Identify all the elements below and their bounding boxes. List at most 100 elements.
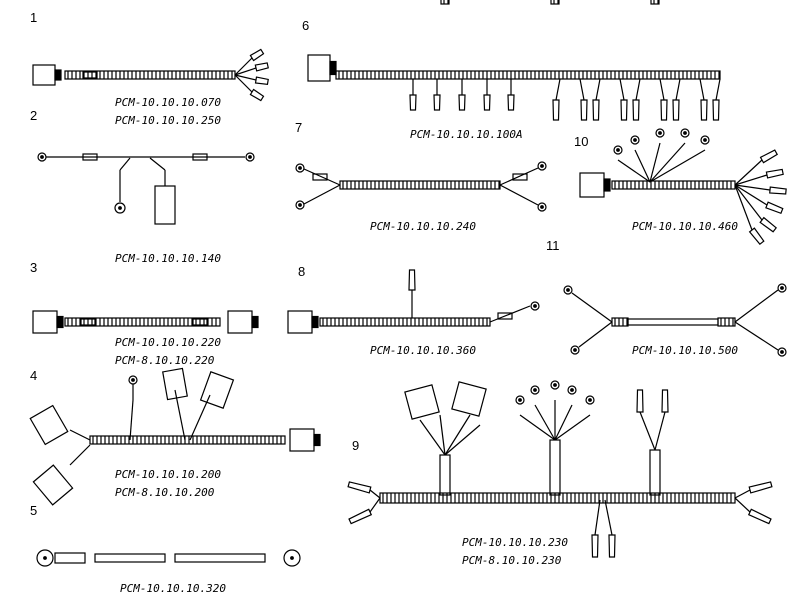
- pin-terminal: [254, 76, 269, 86]
- wire: [734, 184, 753, 231]
- ring-terminal: [700, 135, 710, 145]
- pin-terminal: [712, 99, 720, 121]
- wire: [554, 404, 573, 441]
- item-8-code: PCM-10.10.10.360: [370, 344, 476, 357]
- ring-terminal: [530, 385, 540, 395]
- wire: [519, 414, 556, 441]
- ring-hole: [573, 348, 577, 352]
- wire: [579, 78, 585, 101]
- ring-terminal: [585, 395, 595, 405]
- ring-hole: [533, 304, 537, 308]
- ring-terminal: [563, 285, 573, 295]
- wire: [555, 78, 561, 101]
- item-4-code-b: PCM-8.10.10.200: [115, 486, 215, 499]
- wire: [734, 289, 779, 323]
- pin-terminal: [483, 94, 491, 111]
- wire: [499, 167, 539, 186]
- wire: [595, 78, 601, 101]
- item-1-code-b: PCM-10.10.10.250: [115, 114, 221, 127]
- pin-terminal: [254, 62, 269, 72]
- ring-hole: [40, 155, 44, 159]
- insulation-sleeve: [82, 71, 98, 79]
- pin-terminal: [249, 48, 265, 62]
- connector-collar: [311, 315, 319, 329]
- connector: [307, 54, 331, 82]
- item-2-code: PCM-10.10.10.140: [115, 252, 221, 265]
- wire: [734, 497, 751, 513]
- connector-collar: [251, 315, 259, 329]
- ring-hole: [540, 164, 544, 168]
- wire: [578, 321, 613, 348]
- wire: [594, 499, 601, 536]
- pin-terminal: [632, 99, 640, 121]
- wire: [634, 149, 651, 183]
- ring-terminal: [245, 152, 255, 162]
- wire: [534, 404, 556, 441]
- wire: [234, 74, 253, 93]
- connector-collar: [603, 178, 611, 192]
- pin-terminal: [348, 508, 373, 525]
- wire: [554, 414, 591, 441]
- ring-terminal: [295, 163, 305, 173]
- ring-terminal: [530, 301, 540, 311]
- item-10-code: PCM-10.10.10.460: [632, 220, 738, 233]
- wire: [659, 78, 665, 101]
- ring-hole: [533, 388, 537, 392]
- pin-terminal: [409, 94, 417, 111]
- wire-insulation: [627, 318, 719, 326]
- connector: [227, 310, 253, 334]
- wire: [234, 74, 257, 81]
- connector: [32, 64, 56, 86]
- pin-terminal: [748, 481, 773, 494]
- pin-terminal: [747, 508, 772, 525]
- wire: [129, 399, 134, 441]
- ring-hole: [588, 398, 592, 402]
- item-number-1: 1: [30, 10, 37, 25]
- item-number-10: 10: [574, 134, 588, 149]
- wire: [303, 168, 341, 186]
- ring-terminal: [777, 347, 787, 357]
- ring-hole: [43, 556, 47, 560]
- wire: [675, 78, 681, 101]
- pin-terminal: [759, 149, 779, 164]
- ring-terminal: [114, 202, 126, 214]
- wire: [444, 424, 481, 456]
- item-9-code-b: PCM-8.10.10.230: [462, 554, 562, 567]
- connector: [287, 310, 313, 334]
- pin-terminal: [580, 99, 588, 121]
- corrugated-tube: [64, 317, 221, 327]
- wire: [635, 78, 641, 101]
- wire: [489, 305, 531, 323]
- corrugated-tube: [339, 180, 501, 190]
- pin-terminal: [591, 534, 599, 558]
- branch-tube: [549, 439, 561, 496]
- wire: [571, 292, 613, 323]
- item-number-4: 4: [30, 368, 37, 383]
- ring-terminal: [570, 345, 580, 355]
- connector: [32, 464, 74, 506]
- wire: [499, 184, 539, 206]
- ring-terminal: [537, 202, 547, 212]
- pin-terminal: [592, 99, 600, 121]
- ring-hole: [248, 155, 252, 159]
- wire: [369, 489, 381, 499]
- ring-hole: [616, 148, 620, 152]
- item-number-11: 11: [546, 238, 560, 253]
- pin-terminal: [408, 269, 416, 291]
- ring-terminal: [283, 549, 301, 567]
- insulation-sleeve: [497, 312, 513, 320]
- pin-terminal: [759, 216, 777, 233]
- corrugated-tube: [89, 435, 286, 445]
- item-3-code-b: PCM-8.10.10.220: [115, 354, 215, 367]
- item-1-code-a: PCM-10.10.10.070: [115, 96, 221, 109]
- corrugated-tube: [335, 70, 721, 80]
- wire: [734, 184, 763, 221]
- branch-tube: [439, 454, 451, 496]
- connector: [579, 172, 605, 198]
- wire: [619, 78, 625, 101]
- wire: [715, 78, 721, 101]
- corrugated-tube: [650, 0, 660, 5]
- connector: [32, 310, 58, 334]
- pin-terminal: [458, 94, 466, 111]
